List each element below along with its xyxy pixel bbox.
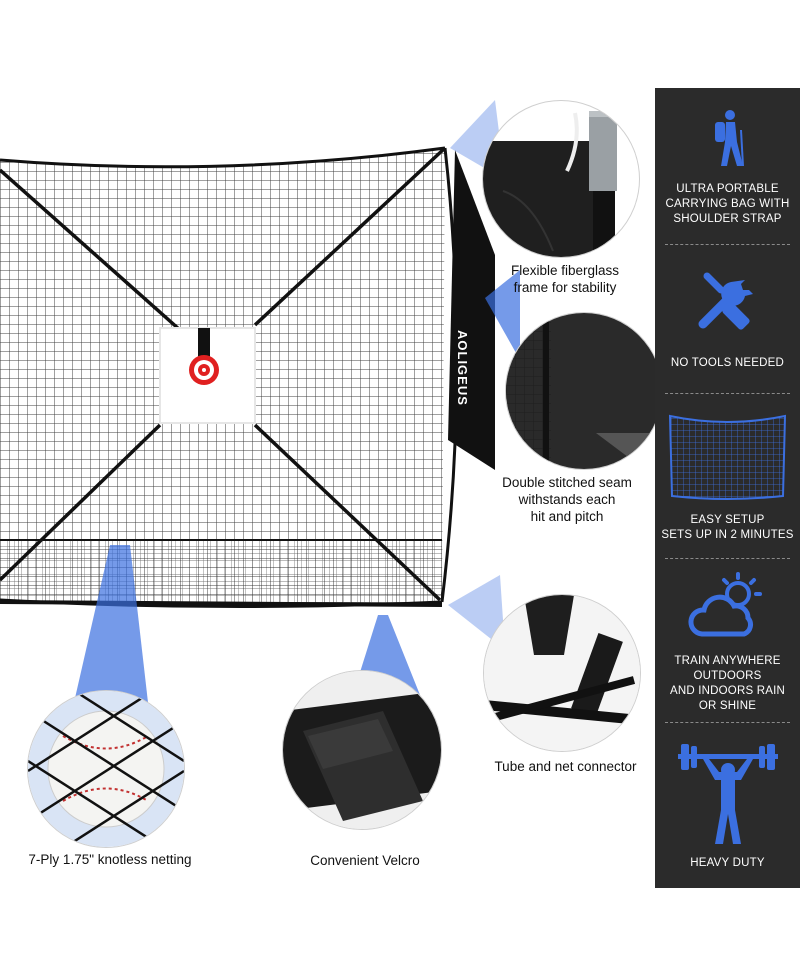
frame-detail-photo xyxy=(482,100,640,258)
velcro-callout: Convenient Velcro xyxy=(310,853,420,868)
divider xyxy=(665,244,790,245)
seam-callout: Double stitched seam withstands each hit… xyxy=(502,475,632,524)
divider xyxy=(665,558,790,559)
frame-callout: Flexible fiberglass frame for stability xyxy=(510,263,620,295)
feature-train-anywhere: TRAIN ANYWHERE OUTDOORS AND INDOORS RAIN… xyxy=(669,655,786,712)
features-sidebar: ULTRA PORTABLE CARRYING BAG WITH SHOULDE… xyxy=(655,88,800,888)
divider xyxy=(665,722,790,723)
divider xyxy=(665,393,790,394)
net-icon xyxy=(655,406,800,506)
seam-detail-photo xyxy=(505,312,663,470)
feature-portable: ULTRA PORTABLE CARRYING BAG WITH SHOULDE… xyxy=(665,183,790,225)
connector-callout: Tube and net connector xyxy=(494,759,637,774)
netting-callout: 7-Ply 1.75" knotless netting xyxy=(28,852,192,867)
velcro-detail-photo xyxy=(282,670,442,830)
weightlifter-icon xyxy=(655,740,800,846)
weather-icon xyxy=(655,572,800,642)
connector-detail-photo xyxy=(483,594,641,752)
tools-icon xyxy=(655,264,800,334)
feature-heavy-duty: HEAVY DUTY xyxy=(690,857,765,869)
feature-no-tools: NO TOOLS NEEDED xyxy=(670,357,785,369)
feature-easy-setup: EASY SETUP SETS UP IN 2 MINUTES xyxy=(661,514,794,541)
brand-logo: AOLIGEUS xyxy=(455,330,470,406)
netting-detail-photo xyxy=(27,690,185,848)
hiker-icon xyxy=(655,108,800,168)
